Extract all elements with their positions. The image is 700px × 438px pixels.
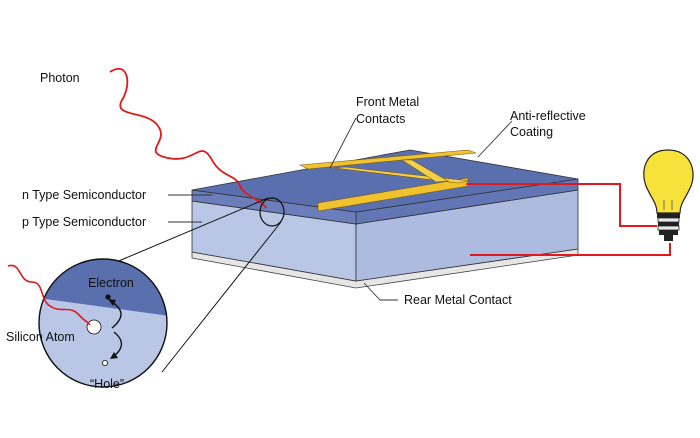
leader-lines	[168, 117, 513, 301]
top-wire	[466, 183, 657, 227]
light-bulb-icon	[643, 149, 694, 241]
zoom-photon-wave	[7, 264, 91, 326]
hole-marker	[102, 359, 109, 366]
label-rear-metal: Rear Metal Contact	[404, 293, 512, 307]
labels: Photon Front Metal Contacts Anti-reflect…	[6, 71, 586, 391]
hole-arrow	[113, 331, 123, 357]
solar-cell	[191, 149, 579, 289]
leader-rear-metal	[363, 282, 398, 301]
label-silicon-atom: Silicon Atom	[6, 330, 75, 344]
label-n-type: n Type Semiconductor	[22, 188, 146, 202]
leader-anti-reflective	[477, 120, 513, 158]
label-front-metal-2: Contacts	[356, 112, 405, 126]
label-electron: Electron	[88, 276, 134, 290]
zoom-callout	[7, 197, 285, 388]
label-hole: “Hole”	[90, 377, 124, 391]
electron-arrow	[111, 301, 122, 329]
metal-bar-cross-2	[400, 159, 449, 183]
silicon-atom	[86, 319, 102, 335]
label-p-type: p Type Semiconductor	[22, 215, 146, 229]
metal-bar-front	[317, 177, 469, 212]
circuit-wires	[466, 183, 671, 256]
label-front-metal-1: Front Metal	[356, 95, 419, 109]
zoom-circle	[38, 258, 168, 388]
front-metal-contacts	[298, 149, 477, 212]
photon-wave	[109, 67, 267, 209]
metal-bar-back	[298, 149, 477, 170]
zoom-target-circle	[259, 197, 285, 227]
bottom-wire	[470, 243, 671, 256]
leader-front-metal	[329, 117, 357, 169]
label-anti-reflective-2: Coating	[510, 125, 553, 139]
label-photon: Photon	[40, 71, 80, 85]
zoom-line-bottom	[161, 221, 282, 373]
electron-dot	[105, 294, 111, 300]
label-anti-reflective-1: Anti-reflective	[510, 109, 586, 123]
